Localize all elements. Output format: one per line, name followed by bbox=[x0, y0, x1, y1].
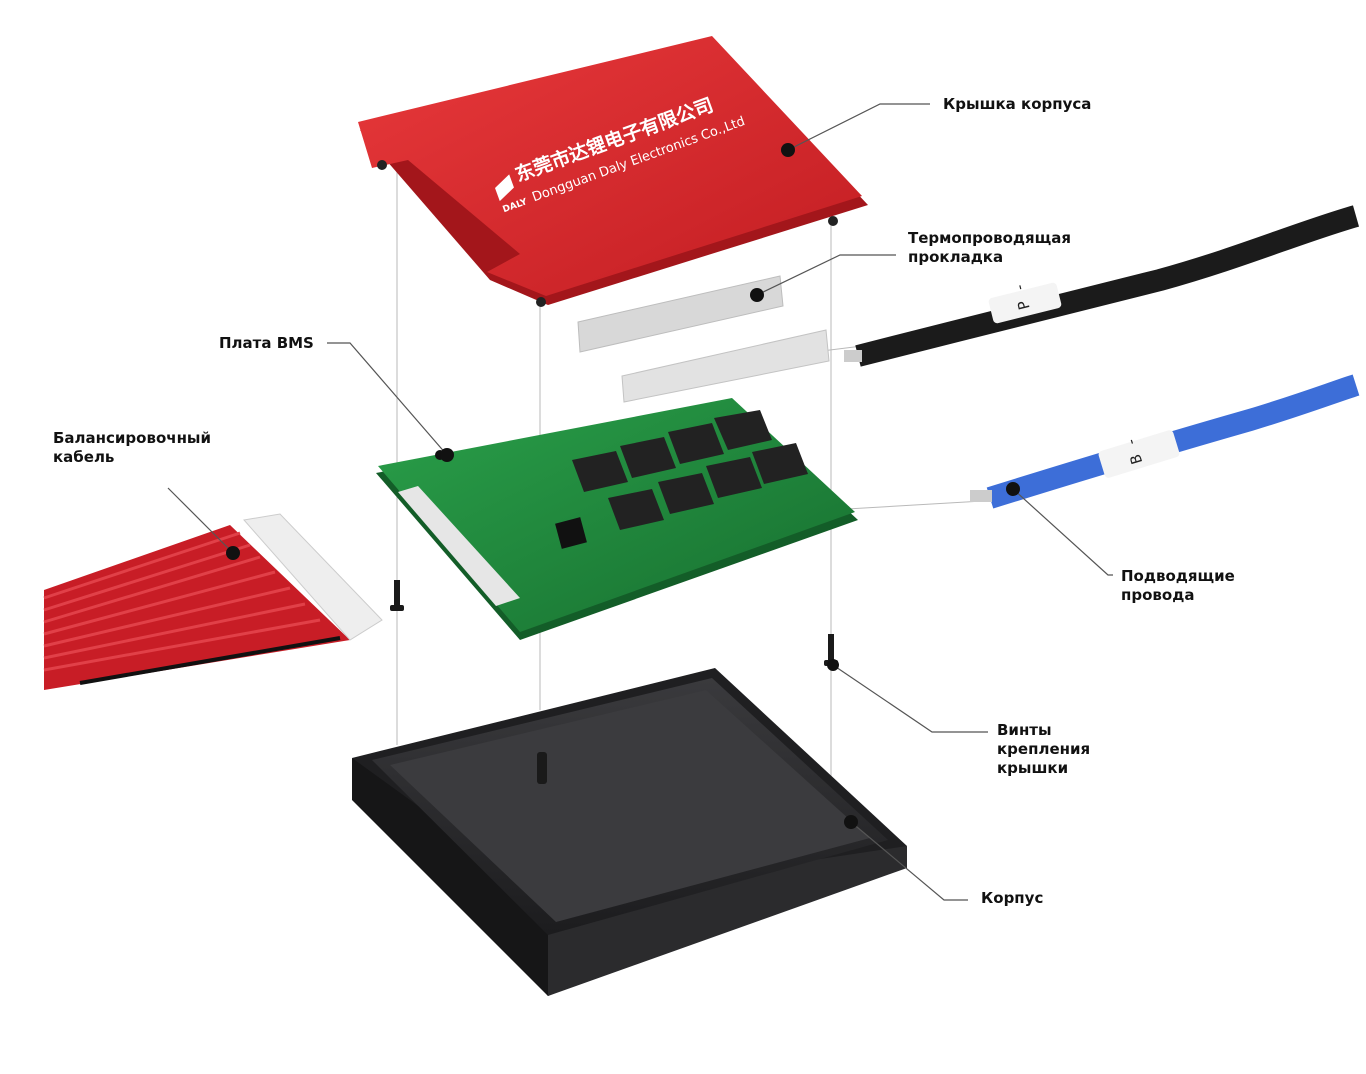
label-wires-line1: Подводящие bbox=[1121, 567, 1235, 585]
label-pad-line2: прокладка bbox=[908, 248, 1004, 266]
black-wire: P - bbox=[844, 205, 1360, 367]
annotation-dots bbox=[226, 143, 1020, 829]
dot-screws bbox=[827, 659, 839, 671]
mosfets bbox=[572, 410, 808, 530]
p-minus-marker bbox=[988, 282, 1062, 324]
dot-pad bbox=[750, 288, 764, 302]
label-housing-text: Корпус bbox=[981, 889, 1044, 907]
dot-housing bbox=[844, 815, 858, 829]
dot-bms bbox=[440, 448, 454, 462]
label-balance-line2: кабель bbox=[53, 448, 115, 466]
daly-logo-icon bbox=[495, 174, 514, 202]
controller-chip bbox=[555, 517, 587, 549]
label-lid: Крышка корпуса bbox=[943, 95, 1091, 114]
label-balance-cable: Балансировочный кабель bbox=[53, 429, 211, 467]
label-bms-board: Плата BMS bbox=[219, 334, 314, 353]
label-housing: Корпус bbox=[981, 889, 1043, 908]
leader-lines bbox=[167, 103, 1113, 901]
label-supply-wires: Подводящие провода bbox=[1121, 567, 1235, 605]
balance-cable bbox=[43, 513, 383, 690]
screw-left-icon bbox=[390, 580, 404, 611]
label-lid-screws: Винты крепления крышки bbox=[997, 721, 1090, 778]
blue-wire: B - bbox=[970, 374, 1360, 509]
label-lid-text: Крышка корпуса bbox=[943, 95, 1092, 113]
label-thermal-pad: Термопроводящая прокладка bbox=[908, 229, 1071, 267]
bms-board bbox=[376, 398, 858, 640]
label-pad-line1: Термопроводящая bbox=[908, 229, 1071, 247]
thermal-pads bbox=[577, 275, 830, 403]
label-screws-line3: крышки bbox=[997, 759, 1069, 777]
dot-balance bbox=[226, 546, 240, 560]
b-minus-marker bbox=[1098, 430, 1180, 478]
balance-connector-header bbox=[398, 486, 520, 606]
housing-lid: 东莞市达锂电子有限公司 DALY Dongguan Daly Electroni… bbox=[358, 36, 868, 307]
housing-box bbox=[352, 668, 907, 996]
balance-plug bbox=[243, 513, 383, 641]
label-screws-line2: крепления bbox=[997, 740, 1091, 758]
label-wires-line2: провода bbox=[1121, 586, 1195, 604]
dot-lid bbox=[781, 143, 795, 157]
dot-wires bbox=[1006, 482, 1020, 496]
label-balance-line1: Балансировочный bbox=[53, 429, 212, 447]
label-screws-line1: Винты bbox=[997, 721, 1052, 739]
label-bms-text: Плата BMS bbox=[219, 334, 314, 352]
